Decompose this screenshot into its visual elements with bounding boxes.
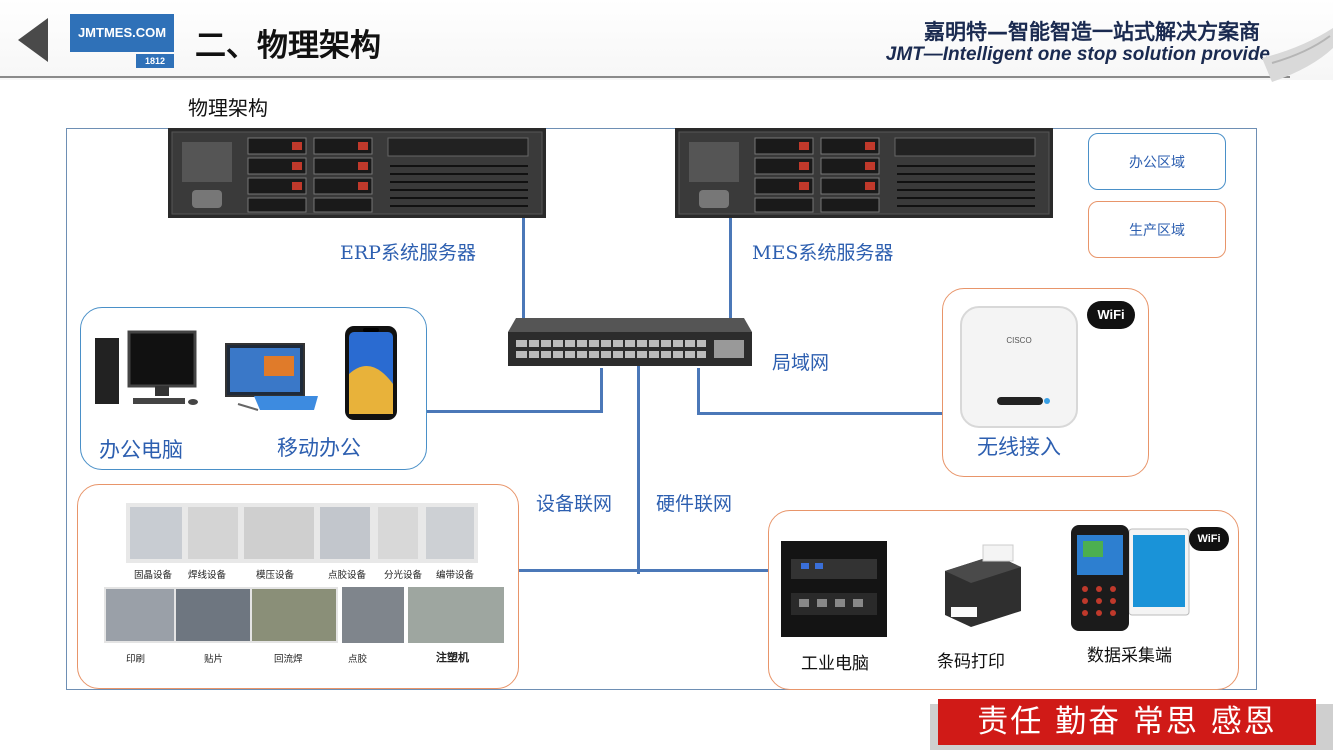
equipment-label: 点胶设备: [328, 570, 367, 581]
wire-mes-switch: [729, 218, 732, 328]
die-bonder-image: [130, 507, 182, 559]
equipment-label: 焊线设备: [188, 570, 227, 581]
header-divider: [0, 76, 1290, 78]
equipment-label: 注塑机: [436, 651, 469, 664]
wireless-group-box: CISCO WiFi 无线接入: [942, 288, 1149, 477]
data-terminal-label: 数据采集端: [1087, 646, 1172, 666]
dispensing-machine-image: [342, 587, 404, 643]
equipment-photos-row2: [104, 587, 338, 643]
erp-server-label: ERP系统服务器: [340, 242, 476, 264]
printer-machine-image: [106, 589, 174, 641]
wifi-badge-icon: WiFi: [1087, 301, 1135, 329]
page-curl-decoration: [1262, 28, 1333, 82]
molding-machine-image: [244, 507, 314, 559]
logo-arrow-icon: [18, 18, 48, 62]
legend-production: 生产区域: [1088, 201, 1226, 258]
wireless-access-point-icon: CISCO: [960, 306, 1078, 428]
company-logo: JMTMES.COM 1812: [70, 14, 174, 68]
equipment-label: 编带设备: [436, 570, 475, 581]
logo-text: JMTMES.COM: [70, 14, 174, 52]
barcode-printer-label: 条码打印: [937, 652, 1005, 672]
office-group-box: 办公电脑 移动办公: [80, 307, 427, 470]
wire-switch-office-h: [426, 410, 603, 413]
wire-erp-switch: [522, 218, 525, 328]
desktop-pc-icon: [95, 330, 198, 405]
wireless-access-label: 无线接入: [977, 435, 1061, 459]
hardware-group-box: WiFi 工业电脑 条码打印 数据采集端: [768, 510, 1239, 690]
mes-server-label: MES系统服务器: [752, 242, 894, 264]
wire-switch-wireless-v: [697, 368, 700, 415]
wire-switch-trunk: [637, 365, 640, 574]
mes-server-image: [675, 128, 1053, 218]
device-link-label: 设备联网: [536, 493, 613, 515]
wire-switch-office-v: [600, 368, 603, 412]
lan-label: 局域网: [772, 352, 830, 374]
injection-molding-image: [408, 587, 504, 643]
company-slogan: 责任 勤奋 常思 感恩: [938, 699, 1316, 745]
company-name-en: JMT—Intelligent one stop solution provid…: [885, 44, 1270, 65]
equipment-label: 分光设备: [384, 570, 423, 581]
legend-office: 办公区域: [1088, 133, 1226, 190]
smartphone-icon: [345, 326, 397, 420]
equipment-label: 固晶设备: [134, 570, 173, 581]
reflow-oven-image: [252, 589, 336, 641]
legend-office-label: 办公区域: [1129, 155, 1185, 171]
erp-server-image: [168, 128, 546, 218]
hardware-link-label: 硬件联网: [656, 493, 733, 515]
equipment-photos-row1: [126, 503, 478, 563]
industrial-pc-icon: [781, 541, 887, 637]
production-equipment-box: 固晶设备 焊线设备 模压设备 点胶设备 分光设备 编带设备 印刷 贴片 回流焊 …: [77, 484, 519, 689]
pick-and-place-image: [176, 589, 250, 641]
page-title: 二、物理架构: [195, 28, 381, 64]
mobile-office-label: 移动办公: [277, 436, 361, 460]
data-terminal-icon: [1071, 525, 1190, 631]
equipment-label: 回流焊: [274, 654, 303, 665]
section-subtitle: 物理架构: [188, 96, 268, 120]
industrial-pc-label: 工业电脑: [801, 654, 869, 674]
dispenser-image: [320, 507, 370, 559]
barcode-printer-icon: [945, 544, 1021, 627]
diagram-frame: [66, 128, 1257, 690]
header-bar: [0, 0, 1333, 80]
equipment-label: 模压设备: [256, 570, 295, 581]
taping-machine-image: [426, 507, 474, 559]
sorter-image: [378, 507, 418, 559]
equipment-label: 点胶: [348, 654, 368, 665]
office-pc-label: 办公电脑: [99, 438, 183, 462]
equipment-label: 贴片: [204, 654, 224, 665]
equipment-label: 印刷: [126, 654, 146, 665]
wire-bonder-image: [188, 507, 238, 559]
wire-trunk-horizontal: [519, 569, 772, 572]
cisco-brand-text: CISCO: [1006, 336, 1031, 345]
company-name-cn: 嘉明特—智能智造一站式解决方案商: [924, 20, 1260, 44]
network-switch-image: [508, 318, 752, 366]
tablet-laptop-icon: [225, 343, 318, 411]
wire-switch-wireless-h: [697, 412, 944, 415]
wifi-badge-icon: WiFi: [1189, 527, 1229, 551]
logo-subtext: 1812: [136, 54, 174, 68]
legend-production-label: 生产区域: [1129, 223, 1185, 239]
